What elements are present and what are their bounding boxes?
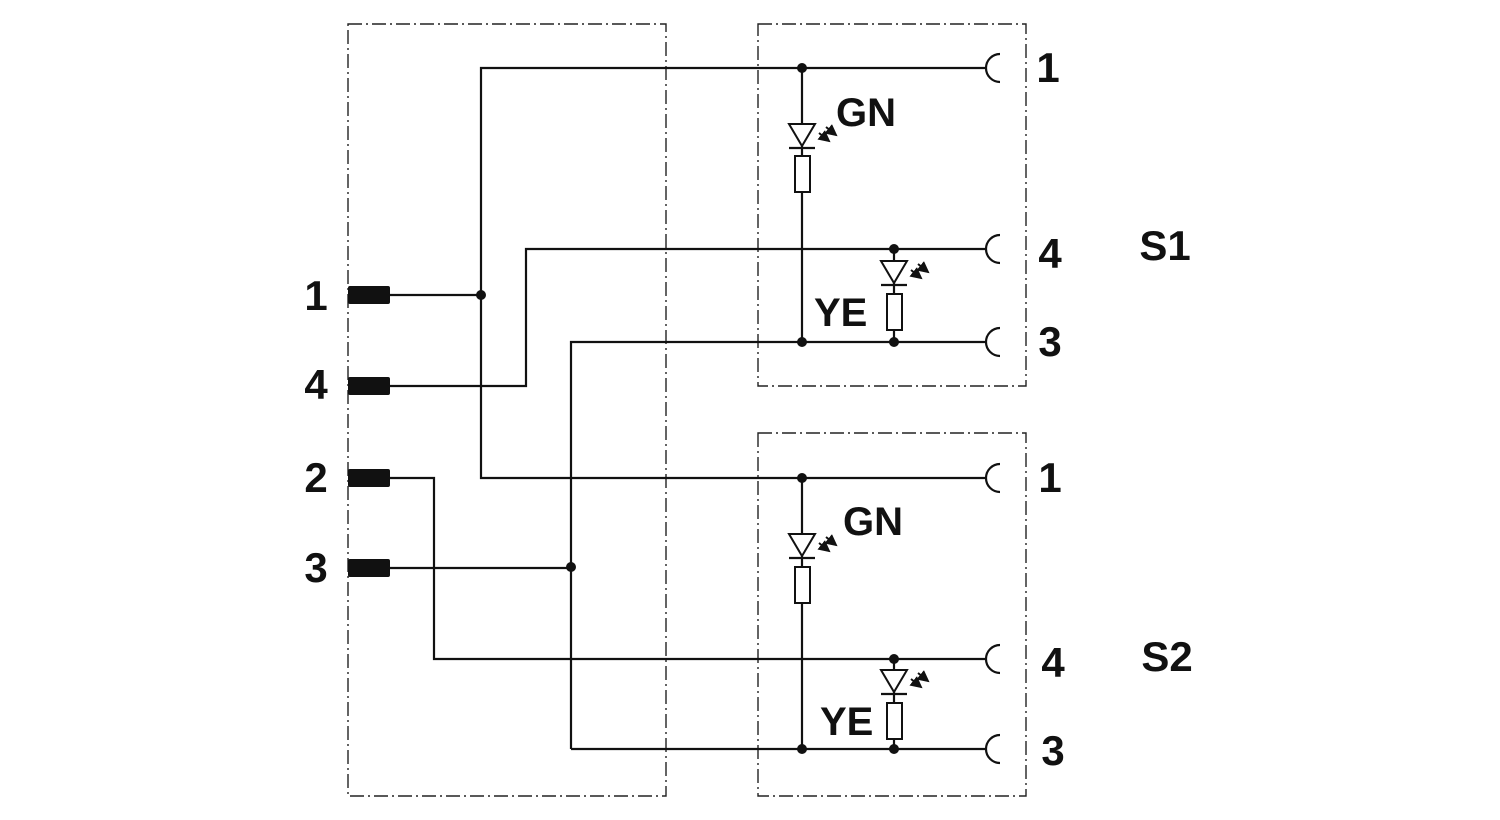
plug-pin-4: [348, 377, 390, 395]
s1-terminal-label-4: 4: [1038, 230, 1062, 277]
socket-s1-housing: [757, 23, 1027, 387]
plug-pin-label-3: 3: [304, 544, 327, 591]
s2-ye-label: YE: [820, 700, 873, 744]
s1-contact-1: [984, 52, 1001, 84]
wire-pin1: [476, 66, 985, 480]
s2-terminal-label-3: 3: [1041, 727, 1064, 774]
plug-housing: [347, 23, 667, 797]
s1-terminal-label-1: 1: [1036, 44, 1059, 91]
s1-ye-led-branch: [879, 244, 930, 347]
s1-ye-label: YE: [814, 291, 867, 335]
plug-pin-label-2: 2: [304, 454, 327, 501]
plug-pin-label-4: 4: [304, 361, 328, 408]
plug-pin-1: [348, 286, 481, 304]
plug-pin-label-1: 1: [304, 272, 327, 319]
s2-contact-1: [984, 462, 1001, 494]
s1-name-label: S1: [1139, 222, 1190, 269]
wire-pin3: [390, 340, 985, 751]
plug-pin-2: [348, 469, 390, 487]
s1-gn-label: GN: [836, 91, 896, 135]
s2-name-label: S2: [1141, 633, 1192, 680]
s2-contact-4: [984, 643, 1001, 675]
s2-terminal-label-1: 1: [1038, 454, 1061, 501]
s1-contact-4: [984, 233, 1001, 265]
s2-contact-3: [984, 733, 1001, 765]
s1-terminal-label-3: 3: [1038, 318, 1061, 365]
s1-contact-3: [984, 326, 1001, 358]
wire-pin4: [390, 247, 985, 388]
s2-terminal-label-4: 4: [1041, 639, 1065, 686]
s2-gn-label: GN: [843, 500, 903, 544]
s2-ye-led-branch: [879, 654, 930, 754]
s1-gn-led-branch: [787, 63, 838, 347]
socket-s2-housing: [757, 432, 1027, 797]
s2-gn-led-branch: [787, 473, 838, 754]
plug-pin-3: [348, 559, 390, 577]
